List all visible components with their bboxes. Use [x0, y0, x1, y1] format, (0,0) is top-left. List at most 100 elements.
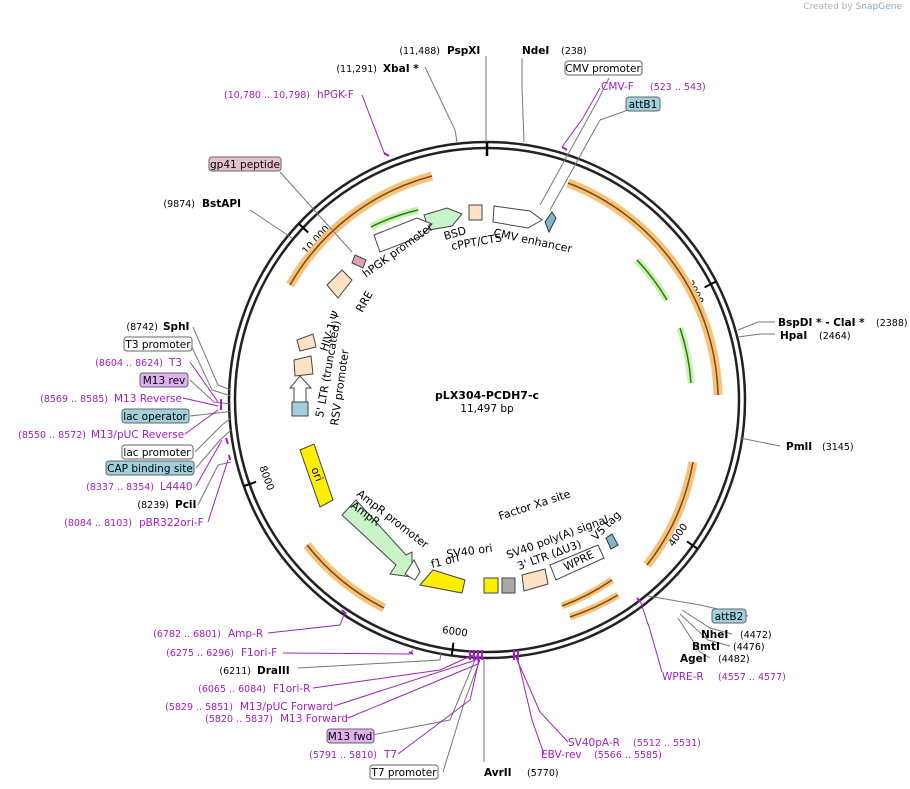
feature-box-cmv-promoter-text: CMV promoter: [565, 63, 641, 75]
hpgk-promoter-arrow: [373, 217, 433, 253]
primer-ampr-coord: (6782 .. 6801): [153, 629, 221, 640]
inner-label-rre: RRE: [353, 289, 375, 315]
enzyme-avrii-coord: (5770): [527, 768, 559, 779]
primer-t7: T7: [383, 749, 397, 761]
cmv-enhancer-arrow: [492, 205, 543, 229]
green-arc-right-a-line: [636, 259, 668, 301]
enzyme-ndei-coord: (238): [561, 46, 587, 57]
orf-arc-lower-right: [643, 461, 698, 568]
orf-arc-bottom-right-a-line: [561, 579, 613, 607]
primer-t7-coord: (5791 .. 5810): [309, 750, 377, 761]
feature-box-lac-promoter-text: lac promoter: [123, 447, 191, 459]
scale-tick-label: 8000: [257, 464, 276, 492]
enzyme-nhei: NheI: [701, 629, 728, 641]
snapgene-credit: Created by SnapGene: [803, 2, 902, 12]
feature-box-t3-promoter: T3 promoter: [123, 336, 193, 352]
green-arc-right-b-line: [679, 327, 692, 384]
feature-box-t7-promoter: T7 promoter: [369, 764, 439, 780]
primer-wprer-coord: (4557 .. 4577): [718, 672, 786, 683]
primer-marks: [220, 146, 641, 660]
enzyme-bspdi-clai-coord: (2388): [876, 318, 908, 329]
enzyme-nhei-coord: (4472): [740, 630, 772, 641]
primer-hpgkf: hPGK-F: [317, 89, 354, 101]
primer-m13puc-reverse-coord: (8550 .. 8572): [18, 430, 86, 441]
inner-label-ori: ori: [308, 465, 325, 483]
enzyme-bmti-coord: (4476): [733, 642, 765, 653]
inner-label-cmv-enhancer: CMV enhancer: [492, 226, 573, 255]
feature-box-lac-promoter: lac promoter: [121, 444, 194, 460]
primer-f1orir: F1ori-R: [273, 683, 310, 695]
primer-pbr322ori: pBR322ori-F: [139, 517, 204, 529]
primer-cmvf-coord: (523 .. 543): [650, 82, 706, 93]
green-arc-right-b: [676, 326, 695, 384]
enzyme-bmti: BmtI: [692, 641, 720, 653]
enzyme-xbai-coord: (11,291): [336, 64, 377, 75]
feature-box-m13fwd-text: M13 fwd: [328, 731, 373, 743]
primer-t3-coord: (8604 .. 8624): [95, 358, 163, 369]
ampr-promoter-arrow: [404, 558, 421, 581]
primer-ebvrev-coord: (5566 .. 5585): [594, 750, 662, 761]
primer-m13puc-reverse: M13/pUC Reverse: [91, 429, 184, 441]
feature-box-gp41-text: gp41 peptide: [210, 159, 280, 171]
primer-sv40pa-coord: (5512 .. 5531): [633, 738, 701, 749]
enzyme-xbai: XbaI *: [383, 63, 419, 75]
attb1-mark: [544, 211, 557, 234]
primer-hpgkf-coord: (10,780 .. 10,798): [224, 90, 310, 101]
green-arc-top-line: [370, 209, 419, 228]
feature-box-m13rev: M13 rev: [139, 372, 189, 388]
credit-brand: SnapGene: [855, 2, 902, 12]
enzyme-agei-coord: (4482): [718, 654, 750, 665]
plasmid-name: pLX304-PCDH7-c: [435, 389, 539, 402]
lac-features-cluster: [291, 401, 309, 417]
leader-lines: [189, 56, 781, 773]
primer-pbr322ori-coord: (8084 .. 8103): [64, 518, 132, 529]
scale-tick: [298, 222, 309, 234]
enzyme-bspdi-clai: BspDI * - ClaI *: [778, 317, 865, 329]
enzyme-pcii: PciI: [175, 499, 196, 511]
orf-arc-bottom-right-b-line: [569, 594, 619, 618]
scale-tick: [243, 480, 257, 488]
primer-lines: [182, 87, 663, 755]
enzyme-pcii-coord: (8239): [137, 500, 169, 511]
scale-tick: [450, 642, 455, 656]
f1-ori-arrow: [419, 569, 466, 594]
ori-arrow: [299, 443, 334, 508]
feature-box-gp41: gp41 peptide: [208, 156, 282, 172]
inner-label-bsd: BSD: [442, 224, 468, 243]
primer-f1orif-coord: (6275 .. 6296): [166, 648, 234, 659]
feature-box-attb2-text: attB2: [715, 611, 744, 623]
primer-m13reverse-coord: (8569 .. 8585): [40, 394, 108, 405]
primer-wprer: WPRE-R: [662, 671, 704, 683]
feature-box-m13rev-text: M13 rev: [143, 375, 186, 387]
sv40-polya-box: [521, 568, 549, 592]
wpre-box: [549, 544, 605, 581]
inner-label-factor-xa: Factor Xa site: [497, 487, 572, 523]
primer-f1orir-coord: (6065 .. 6084): [198, 684, 266, 695]
primer-m13reverse: M13 Reverse: [114, 393, 182, 405]
rsv-promoter-arrow: [288, 375, 313, 403]
hiv-psi-box: [296, 333, 317, 352]
enzyme-draiii-coord: (6211): [219, 666, 251, 677]
rre-box: [326, 269, 353, 299]
enzyme-hpai: HpaI: [780, 330, 807, 342]
enzyme-hpai-coord: (2464): [819, 331, 851, 342]
feature-box-attb1: attB1: [625, 96, 661, 112]
enzyme-bstapi-coord: (9874): [163, 199, 195, 210]
feature-box-attb2: attB2: [711, 608, 747, 624]
feature-box-lac-operator: lac operator: [121, 408, 190, 424]
feature-box-t7-promoter-text: T7 promoter: [370, 767, 437, 779]
feature-box-cmv-promoter: CMV promoter: [564, 60, 643, 76]
scale-tick: [704, 280, 717, 289]
orf-arc-bottom-left-line: [306, 544, 385, 609]
primer-m13puc-forward-coord: (5829 .. 5851): [165, 702, 233, 713]
v5-tag-mark: [605, 533, 619, 550]
cppt-cts-box: [468, 204, 483, 221]
feature-box-lac-operator-text: lac operator: [123, 411, 187, 423]
sv40-ori-box: [483, 577, 499, 594]
scale-tick-label: 6000: [442, 625, 469, 639]
primer-m13puc-forward: M13/pUC Forward: [240, 701, 333, 713]
plasmid-size: 11,497 bp: [460, 403, 514, 415]
enzyme-bstapi: BstAPI: [202, 198, 241, 210]
feature-box-cap-binding-text: CAP binding site: [107, 463, 193, 475]
